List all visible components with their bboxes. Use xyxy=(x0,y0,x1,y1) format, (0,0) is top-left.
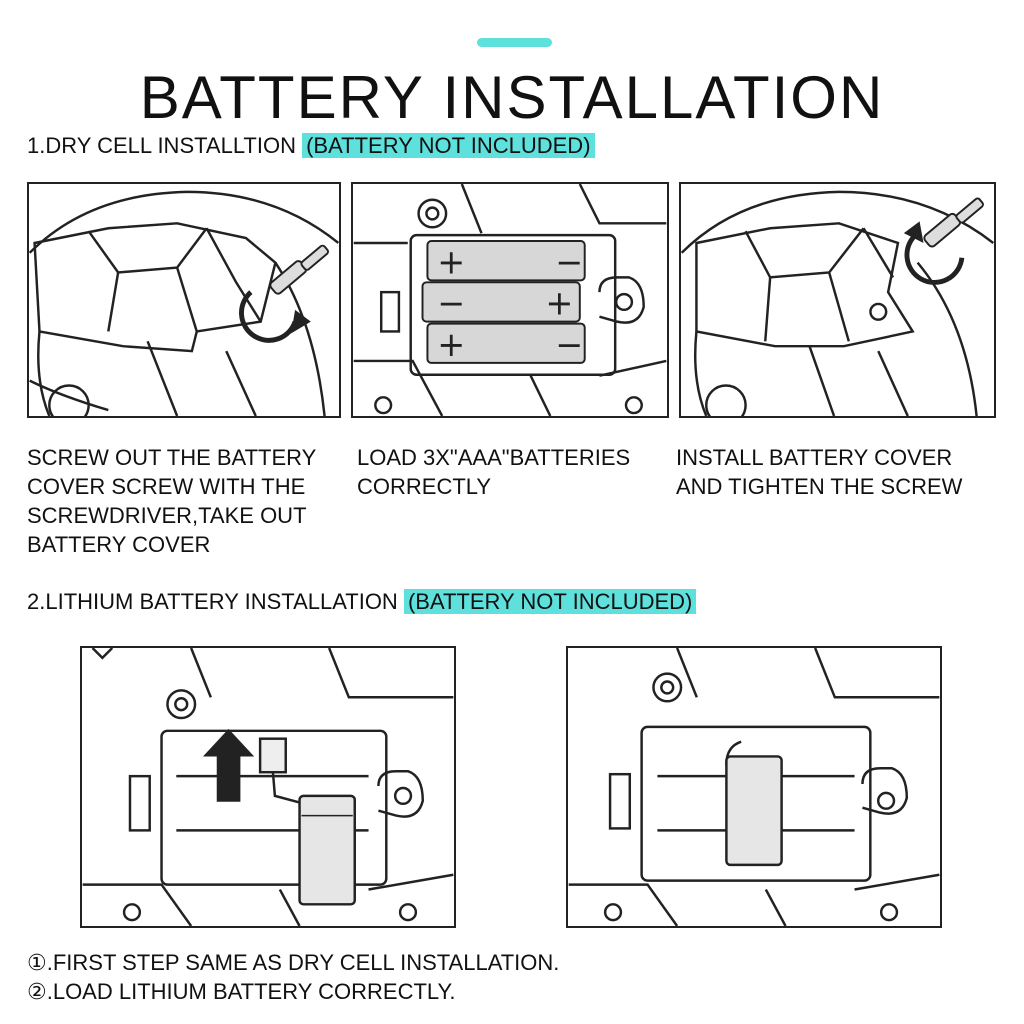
section1-heading: 1.DRY CELL INSTALLTION (BATTERY NOT INCL… xyxy=(27,132,595,160)
lithium-step2-illustration xyxy=(566,646,942,928)
step3-caption: INSTALL BATTERY COVER AND TIGHTEN THE SC… xyxy=(676,445,963,499)
section2-highlight: (BATTERY NOT INCLUDED) xyxy=(403,589,697,614)
lithium-step1-illustration xyxy=(80,646,456,928)
battery1-plus-sign: + xyxy=(437,242,465,281)
accent-bar xyxy=(477,38,552,47)
screwdriver-tighten-icon xyxy=(681,190,994,416)
page-title: BATTERY INSTALLATION xyxy=(139,64,885,131)
section2-heading: 2.LITHIUM BATTERY INSTALLATION (BATTERY … xyxy=(27,588,697,616)
step2-illustration: + − − + + − xyxy=(351,182,669,418)
battery2-minus-sign: − xyxy=(437,284,465,323)
step3-illustration xyxy=(679,182,996,418)
battery1-minus-sign: − xyxy=(555,242,583,281)
battery3-plus-sign: + xyxy=(437,325,465,364)
screwdriver-unscrew-icon xyxy=(29,190,339,416)
lithium-battery-installed xyxy=(568,648,940,926)
aaa-battery-icon: + − − + + − xyxy=(353,184,667,416)
step1-caption: SCREW OUT THE BATTERY COVER SCREW WITH T… xyxy=(27,445,317,557)
step2-caption: LOAD 3X"AAA"BATTERIES CORRECTLY xyxy=(357,445,631,499)
lithium-battery-installed-icon xyxy=(725,755,783,867)
section1-highlight: (BATTERY NOT INCLUDED) xyxy=(302,133,595,158)
lithium-note-2: ②.LOAD LITHIUM BATTERY CORRECTLY. xyxy=(27,979,456,1004)
lithium-battery-compartment-open xyxy=(82,648,454,926)
section1-heading-text: 1.DRY CELL INSTALLTION xyxy=(27,133,296,158)
step1-illustration xyxy=(27,182,341,418)
up-arrow-icon xyxy=(202,728,255,802)
lithium-battery-icon xyxy=(298,794,356,906)
lithium-note-1: ①.FIRST STEP SAME AS DRY CELL INSTALLATI… xyxy=(27,950,560,975)
battery2-plus-sign: + xyxy=(545,284,573,323)
section2-heading-text: 2.LITHIUM BATTERY INSTALLATION xyxy=(27,589,398,614)
battery3-minus-sign: − xyxy=(555,325,583,364)
